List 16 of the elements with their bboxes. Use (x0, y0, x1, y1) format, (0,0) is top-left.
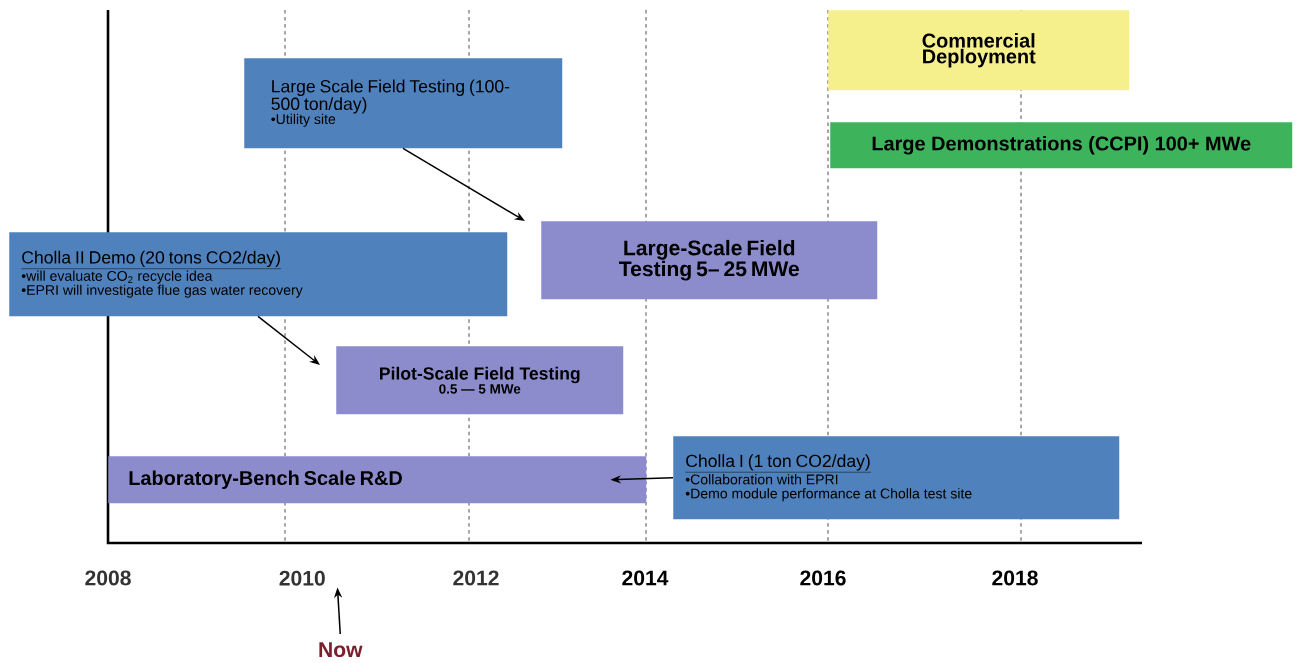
text-box: Cholla II Demo (20 tons CO2/day) •will evaluate CO$_{2}$ recycle idea •EPRI will investigate flue gas water recovery (9, 232, 508, 317)
phase-bar: Large Demonstrations (CCPI) 100+ MWe (830, 122, 1293, 169)
phase-bar: Commercial Deployment (828, 10, 1130, 91)
text-box: Large Scale Field Testing (100- 500 ton/day) •Utility site (244, 58, 563, 149)
phase-bar: Pilot-Scale Field Testing 0.5 — 5 MWe (336, 346, 624, 415)
year-label: 2016 (800, 570, 846, 586)
now-label: Now (319, 642, 363, 658)
year-label: 2010 (279, 570, 325, 586)
year-label: 2018 (992, 570, 1038, 586)
phase-bar: Laboratory-Bench Scale R&D (108, 456, 647, 504)
phase-bar: Large-Scale Field Testing 5– 25 MWe (541, 221, 878, 300)
year-label: 2008 (85, 570, 131, 586)
arrow (257, 315, 320, 365)
text-box: Cholla I (1 ton CO2/day) •Collaboration with EPRI •Demo module performance at Cholla test site (673, 436, 1120, 520)
year-label: 2012 (453, 570, 499, 586)
year-label: 2014 (622, 570, 669, 586)
